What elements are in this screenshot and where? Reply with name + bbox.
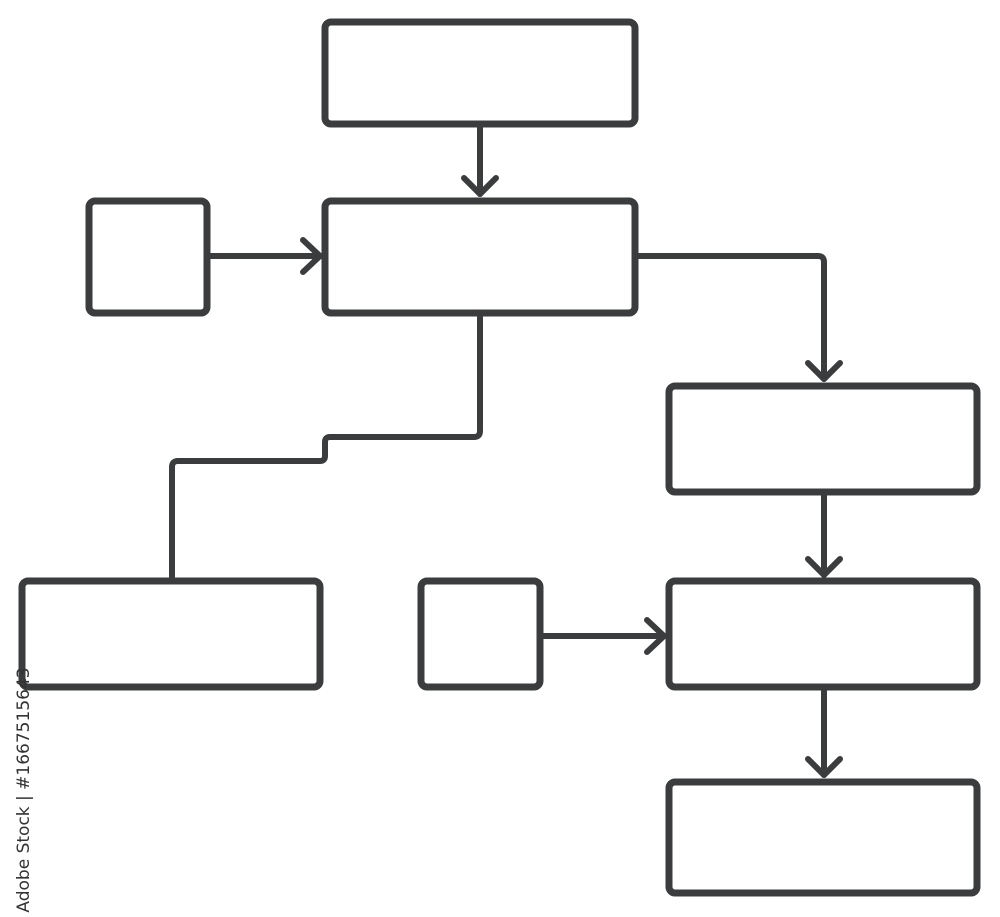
box-right-3	[665, 778, 981, 897]
arrow-top-to-main	[461, 121, 499, 197]
box-input-left	[85, 197, 211, 317]
box-top	[321, 18, 639, 128]
arrow-main-to-right-1	[632, 253, 843, 382]
connector-main-to-bottom-left	[169, 310, 483, 584]
arrow-input-to-right-2	[537, 617, 667, 655]
arrow-right-1-to-right-2	[805, 489, 843, 578]
watermark-text: Adobe Stock | #1667515643	[14, 667, 34, 913]
box-right-1	[665, 382, 981, 496]
box-bottom-left	[18, 577, 324, 691]
box-right-2	[665, 577, 981, 691]
arrow-left-to-main	[204, 237, 323, 275]
arrow-right-2-to-right-3	[805, 684, 843, 778]
box-main	[321, 197, 639, 317]
box-input-bottom	[417, 577, 544, 691]
